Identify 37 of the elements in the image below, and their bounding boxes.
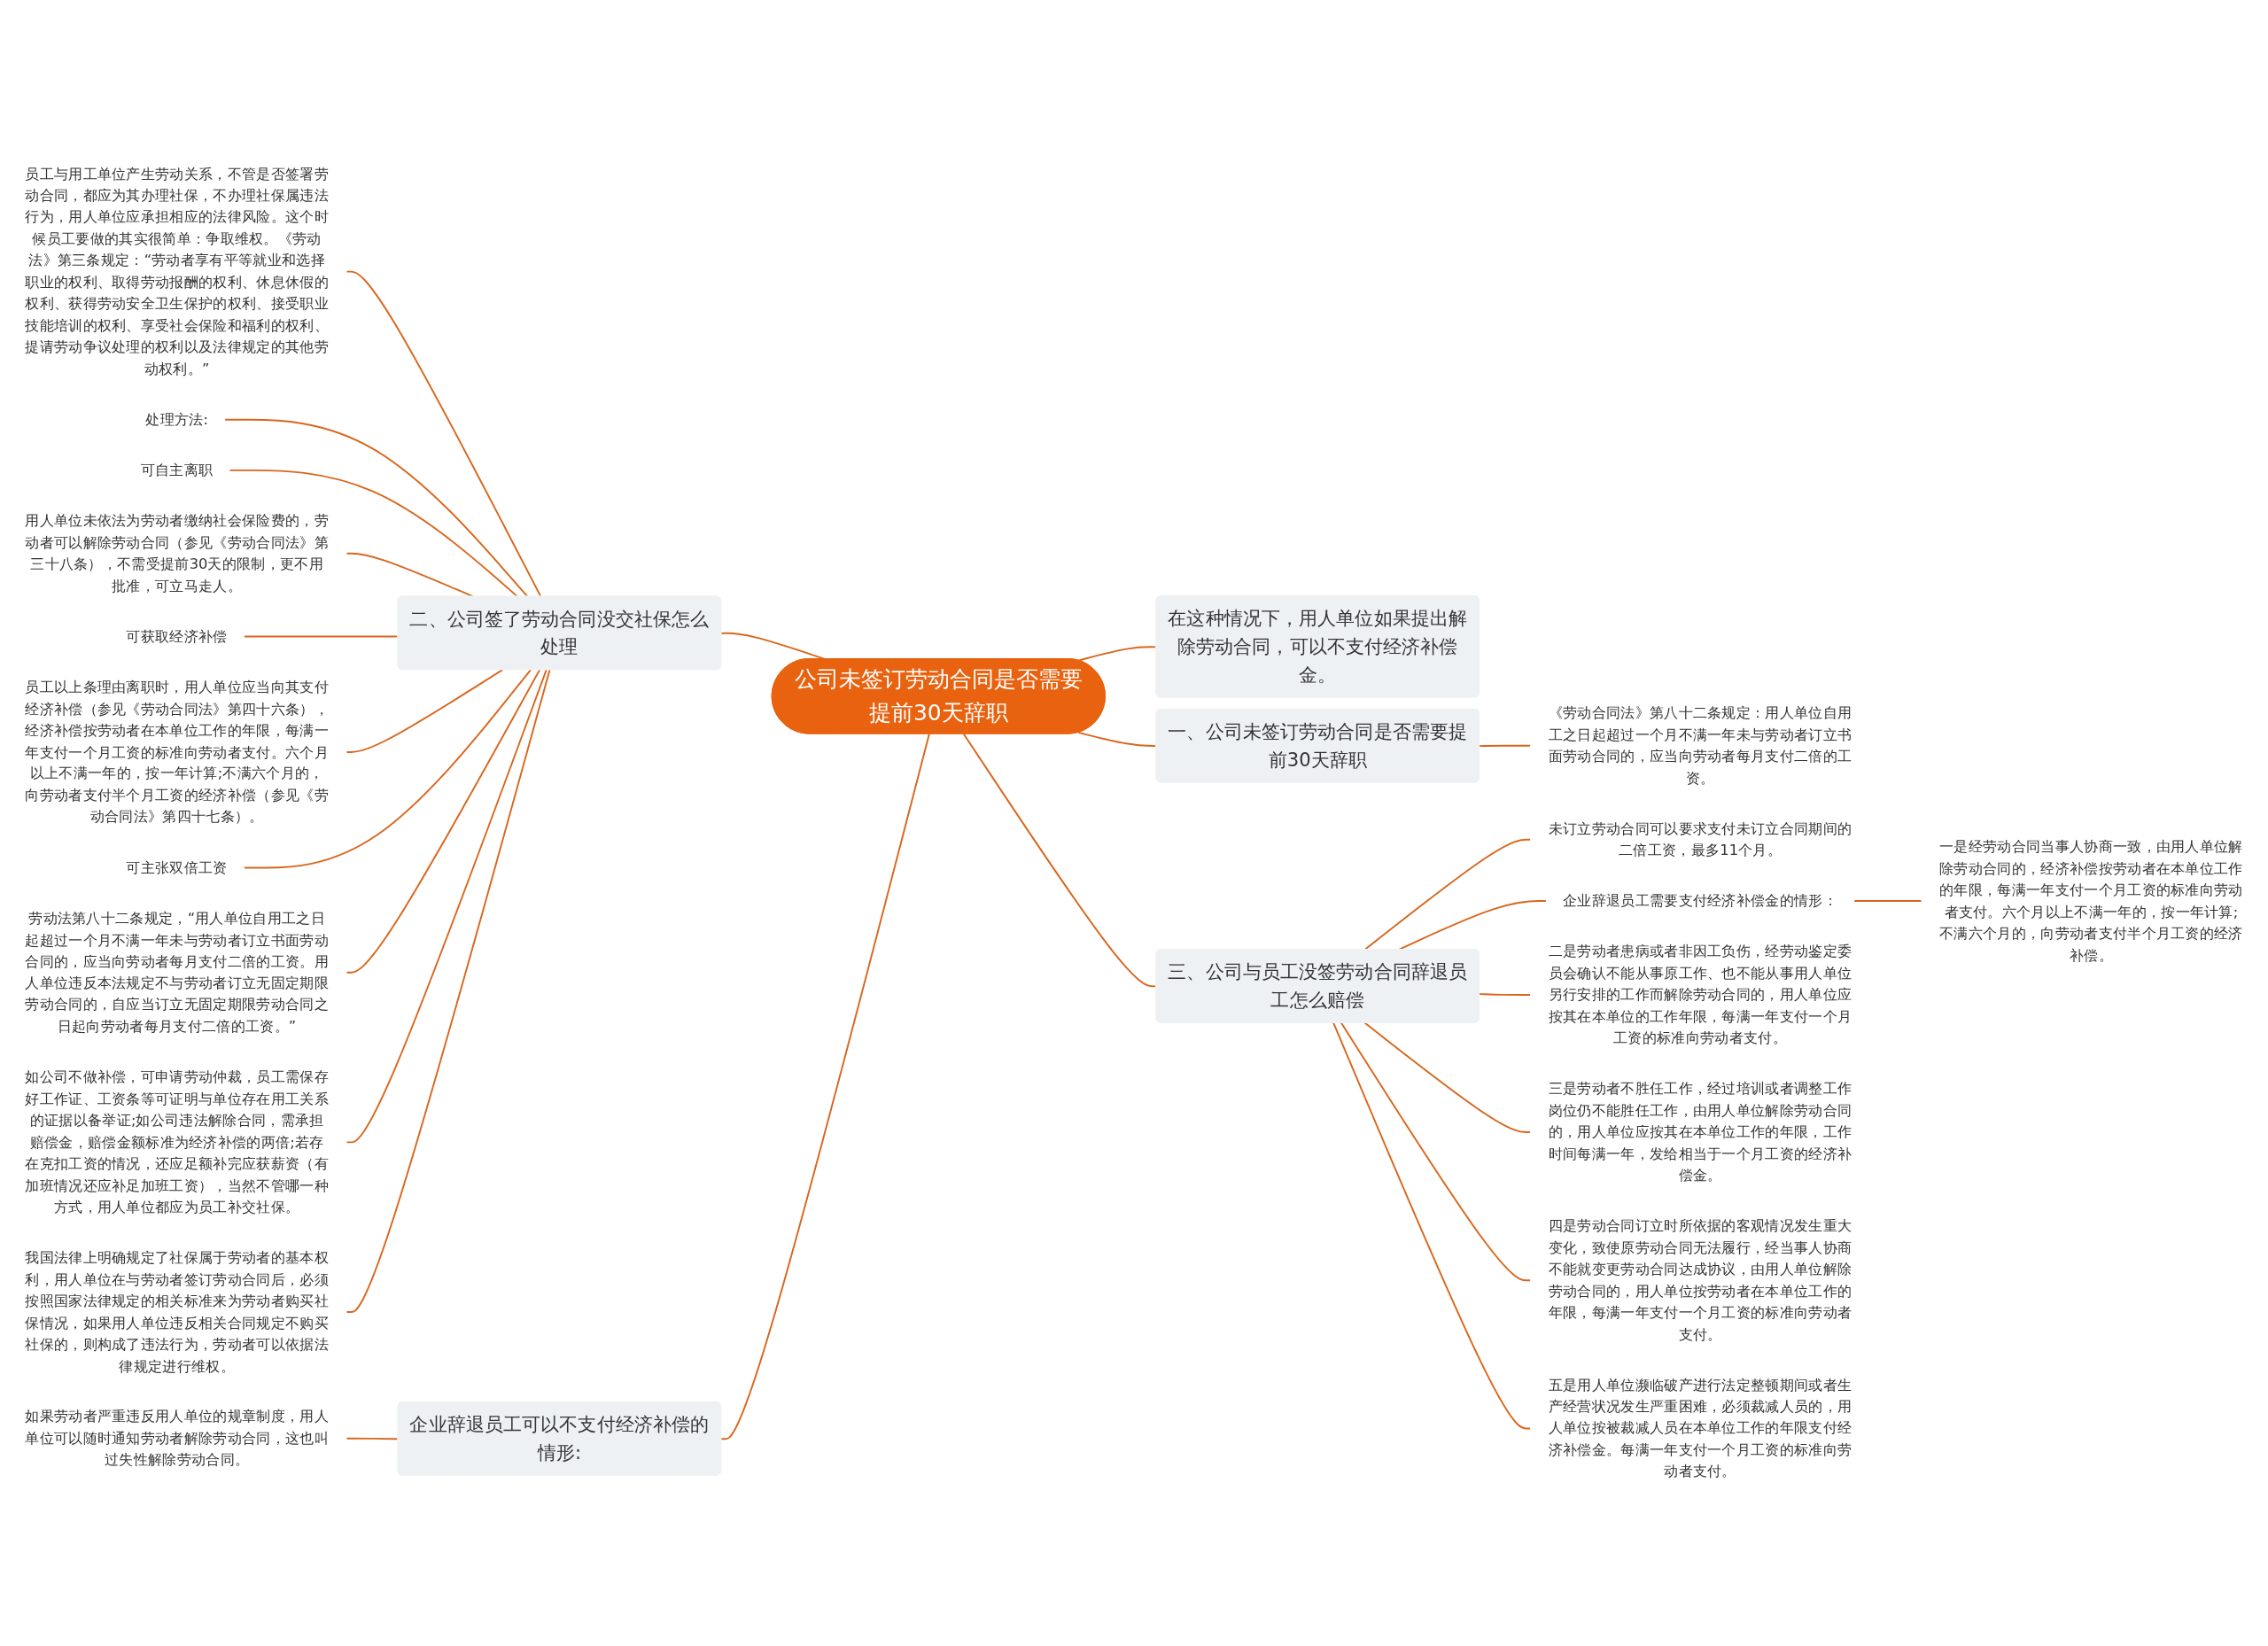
- connector: [346, 270, 542, 598]
- node-text: 二是劳动者患病或者非因工负伤，经劳动鉴定委员会确认不能从事原工作、也不能从事用人单位另行安排的工作而解除劳动合同的，用人单位应按其在本单位的工作年限，每满一年支付一个月工资的标准向劳动者支付。: [1548, 942, 1852, 1046]
- connector: [346, 669, 541, 974]
- connector: [1340, 1021, 1532, 1282]
- node-text: 我国法律上明确规定了社保属于劳动者的基本权利，用人单位在与劳动者签订劳动合同后，必须按照国家法律规定的相关标准来为劳动者购买社保情况，如果用人单位违反相关合同规定不购买社保的，则构成了违法行为，劳动者可以依据法律规定进行维权。: [25, 1248, 329, 1375]
- connector: [224, 418, 529, 598]
- connector: [1363, 1021, 1532, 1134]
- node-text: 可主张双倍工资: [126, 858, 228, 876]
- node-text: 《劳动合同法》第八十二条规定：用人单位自用工之日起超过一个月不满一年未与劳动者订立书面劳动合同的，应当向劳动者每月支付二倍的工资。: [1548, 703, 1852, 787]
- node-text: 三是劳动者不胜任工作，经过培训或者调整工作岗位仍不能胜任工作，由用人单位解除劳动合同的，用人单位应按其在本单位工作的年限，工作时间每满一年，发给相当于一个月工资的经济补偿金。: [1548, 1079, 1852, 1184]
- connector: [346, 1437, 400, 1440]
- node-text: 员工与用工单位产生劳动关系，不管是否签署劳动合同，都应为其办理社保，不办理社保属违法行为，用人单位应承担相应的法律风险。这个时候员工要做的其实很简单：争取维权。《劳动法》第三条规定：“劳动者享有平等就业和选择职业的权利、取得劳动报酬的权利、休息休假的权利、获得劳动安全卫生保护的权利、接受职业技能培训的权利、享受社会保险和福利的权利、提请劳动争议处理的权利以及法律规定的其他劳动权利。”: [25, 165, 329, 377]
- connector: [229, 470, 519, 598]
- connector: [346, 669, 548, 1144]
- node-text: 可自主离职: [140, 461, 214, 478]
- connector: [720, 733, 930, 1440]
- connector: [1332, 1021, 1532, 1430]
- connector: [1479, 993, 1532, 997]
- node-text: 未订立劳动合同可以要求支付未订立合同期间的二倍工资，最多11个月。: [1548, 819, 1852, 858]
- node-text: 企业辞退员工需要支付经济补偿金的情形：: [1563, 891, 1837, 909]
- node-text: 如果劳动者严重违反用人单位的规章制度，用人单位可以随时通知劳动者解除劳动合同，这也叫过失性解除劳动合同。: [25, 1408, 329, 1469]
- connector: [346, 669, 504, 753]
- connector: [243, 669, 532, 869]
- connector: [1479, 744, 1532, 748]
- connector: [346, 669, 551, 1314]
- node-text: 如公司不做补偿，可申请劳动仲裁，员工需保存好工作证、工资条等可证明与单位存在用工关系的证据以备举证;如公司违法解除合同，需承担赔偿金，赔偿金额标准为经济补偿的两倍;若存在克扣工资的情况，还应足额补完应获薪资（有加班情况还应补足加班工资），当然不管哪一种方式，用人单位都应为员工补交社保。: [25, 1068, 329, 1215]
- connector: [1853, 900, 1922, 903]
- node-text: 用人单位未依法为劳动者缴纳社会保险费的，劳动者可以解除劳动合同（参见《劳动合同法》第三十八条），不需受提前30天的限制，更不用批准，可立马走人。: [25, 511, 329, 594]
- node-text: 可获取经济补偿: [126, 627, 228, 645]
- node-text: 一是经劳动合同当事人协商一致，由用人单位解除劳动合同的，经济补偿按劳动者在本单位工作的年限，每满一年支付一个月工资的标准向劳动者支付。六个月以上不满一年的，按一年计算;不满六个月的，向劳动者支付半个月工资的经济补偿。: [1939, 837, 2243, 964]
- node-text: 四是劳动合同订立时所依据的客观情况发生重大变化，致使原劳动合同无法履行，经当事人协商不能就变更劳动合同达成协议，由用人单位解除劳动合同的，用人单位按劳动者在本单位工作的年限，每满一年支付一个月工资的标准向劳动者支付。: [1548, 1216, 1852, 1343]
- node-text: 劳动法第八十二条规定，“用人单位自用工之日起超过一个月不满一年未与劳动者订立书面劳动合同的，应当向劳动者每月支付二倍的工资。用人单位违反本法规定不与劳动者订立无固定期限劳动合同的，自应当订立无固定期限劳动合同之日起向劳动者每月支付二倍的工资。”: [25, 909, 329, 1035]
- connector: [346, 552, 475, 598]
- node-text: 处理方法:: [145, 410, 208, 428]
- node-text: 员工以上条理由离职时，用人单位应当向其支付经济补偿（参见《劳动合同法》第四十六条），经济补偿按劳动者在本单位工作的年限，每满一年支付一个月工资的标准向劳动者支付。六个月以上不满一年的，按一年计算;不满六个月的，向劳动者支付半个月工资的经济补偿（参见《劳动合同法》第四十七条）。: [25, 678, 329, 826]
- connector: [243, 635, 400, 638]
- node-text: 五是用人单位濒临破产进行法定整顿期间或者生产经营状况发生严重困难，必须裁减人员的，用人单位按被裁减人员在本单位工作的年限支付经济补偿金。每满一年支付一个月工资的标准向劳动者支付。: [1548, 1376, 1852, 1480]
